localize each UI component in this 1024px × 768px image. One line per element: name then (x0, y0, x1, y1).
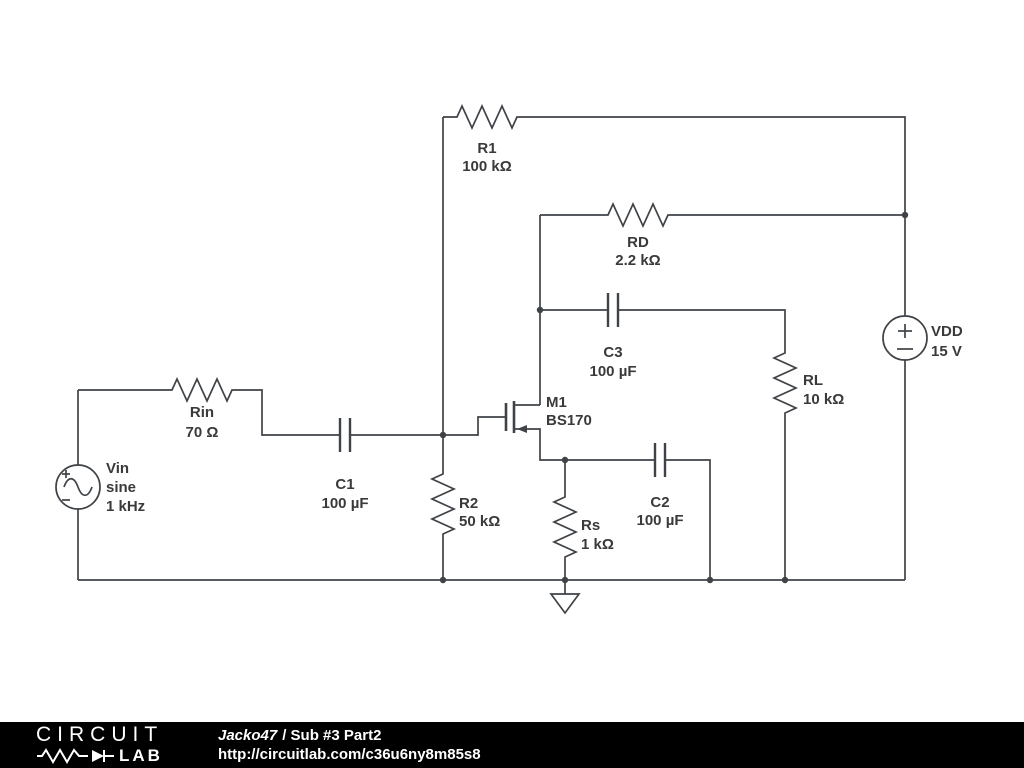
c2-label: C2 (650, 494, 669, 511)
junction-dots (439, 211, 909, 584)
junction-dot (439, 431, 447, 439)
rin-value: 70 Ω (186, 424, 219, 441)
logo-text-circuit: CIRCUIT (36, 723, 164, 746)
wire-c2-right (665, 459, 711, 580)
c1-value: 100 µF (322, 495, 369, 512)
vdd-label: VDD (931, 323, 963, 340)
wire-gate-lead (443, 416, 506, 436)
resistor-rin: Rin 70 Ω (186, 404, 219, 441)
m1-label: M1 (546, 394, 567, 411)
junction-dot (781, 576, 789, 584)
footer-text-block: Jacko47/ Sub #3 Part2 http://circuitlab.… (218, 726, 481, 764)
vin-value2: 1 kHz (106, 498, 145, 515)
junction-dot (561, 456, 569, 464)
logo-resistor-diode-icon (37, 747, 114, 764)
vdd-value: 15 V (931, 343, 962, 360)
wire-r2 (429, 435, 457, 580)
wire-c3-right-rl (618, 309, 799, 580)
wire-rd-row (540, 201, 905, 229)
c3-value: 100 µF (590, 363, 637, 380)
vin-value1: sine (106, 479, 136, 496)
r1-value: 100 kΩ (462, 158, 512, 175)
m1-value: BS170 (546, 412, 592, 429)
logo-text-lab: LAB (119, 745, 163, 765)
c2-value: 100 µF (637, 512, 684, 529)
footer-title: Jacko47/ Sub #3 Part2 (218, 726, 481, 745)
source-vdd: VDD 15 V (882, 315, 963, 361)
r2-label: R2 (459, 495, 478, 512)
junction-dot (439, 576, 447, 584)
rin-label: Rin (190, 404, 214, 421)
resistor-r2: R2 50 kΩ (459, 495, 500, 530)
junction-dot (901, 211, 909, 219)
resistor-r1: R1 100 kΩ (462, 140, 512, 175)
vdd-circle (882, 315, 928, 361)
rl-label: RL (803, 372, 823, 389)
capacitor-c2: C2 100 µF (637, 443, 684, 529)
mosfet-m1: M1 BS170 (504, 394, 592, 433)
junction-dot (536, 306, 544, 314)
schematic-canvas: C1 100 µF C3 100 µF C2 100 µF M1 BS170 R… (55, 103, 963, 615)
footer-author: Jacko47 (218, 727, 278, 744)
vin-label: Vin (106, 460, 129, 477)
footer-title-rest: / Sub #3 Part2 (282, 727, 382, 744)
c1-label: C1 (335, 476, 354, 493)
resistor-rl: RL 10 kΩ (803, 372, 844, 408)
wire-rs (551, 460, 579, 580)
r1-label: R1 (477, 140, 496, 157)
footer-url[interactable]: http://circuitlab.com/c36u6ny8m85s8 (218, 746, 481, 763)
rd-value: 2.2 kΩ (615, 252, 660, 269)
rs-label: Rs (581, 517, 600, 534)
capacitor-c1: C1 100 µF (322, 418, 369, 512)
ground-symbol (549, 580, 581, 615)
wire-top-rail (443, 103, 906, 316)
rs-value: 1 kΩ (581, 536, 614, 553)
m1-source-arrow-icon (517, 425, 527, 433)
resistor-rs: Rs 1 kΩ (581, 517, 614, 553)
footer-bar (0, 722, 1024, 768)
resistor-rd: RD 2.2 kΩ (615, 234, 660, 269)
wire-rin-row (78, 376, 340, 436)
capacitor-c3: C3 100 µF (590, 293, 637, 380)
r2-value: 50 kΩ (459, 513, 500, 530)
junction-dot (561, 576, 569, 584)
junction-dot (706, 576, 714, 584)
circuitlab-logo: CIRCUIT LAB (36, 723, 163, 765)
vin-circle (55, 464, 101, 510)
source-vin: Vin sine 1 kHz (55, 460, 145, 515)
rd-label: RD (627, 234, 649, 251)
vin-sine-icon (63, 477, 93, 497)
rl-value: 10 kΩ (803, 391, 844, 408)
wire-source-row (514, 428, 655, 461)
c3-label: C3 (603, 344, 622, 361)
wires (77, 103, 906, 581)
ground-triangle-icon (549, 593, 581, 615)
